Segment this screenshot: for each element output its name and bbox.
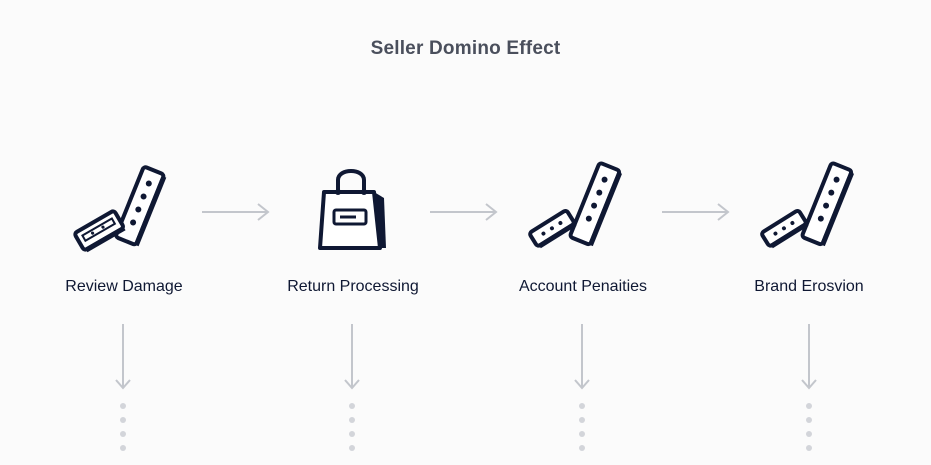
arrow-down-icon: [113, 322, 133, 456]
step-label-return-processing: Return Processing: [287, 278, 419, 295]
step-label-account-penalties: Account Penaities: [518, 278, 648, 295]
dominoes-icon: [70, 160, 170, 256]
dominoes-icon: [525, 158, 625, 254]
dominoes-icon: [757, 158, 857, 254]
arrow-right-icon: [660, 200, 734, 224]
arrow-right-icon: [428, 200, 502, 224]
arrow-right-icon: [200, 200, 274, 224]
arrow-down-icon: [572, 322, 592, 456]
diagram-title: Seller Domino Effect: [370, 38, 561, 59]
step-label-review-damage: Review Damage: [65, 278, 183, 295]
arrow-down-icon: [342, 322, 362, 456]
step-label-brand-erosion: Brand Erosvion: [754, 278, 864, 295]
arrow-down-icon: [799, 322, 819, 456]
shopping-bag-icon: [310, 162, 394, 254]
